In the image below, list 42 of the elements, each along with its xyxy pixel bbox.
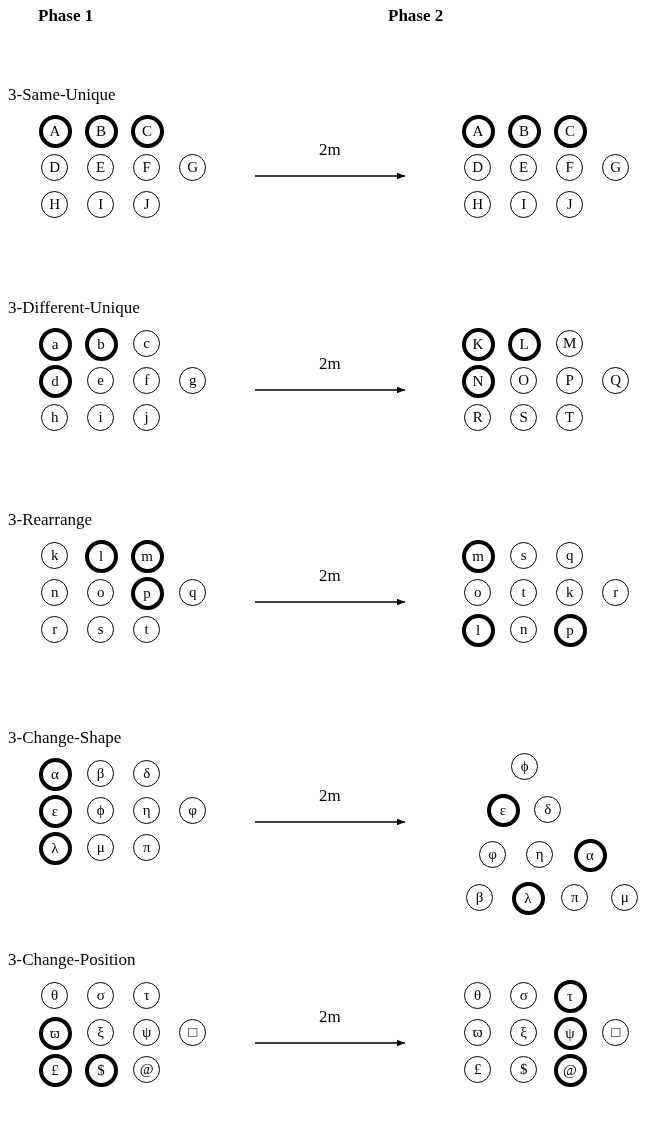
- circled-symbol: $: [84, 1053, 118, 1087]
- circled-symbol: p: [553, 613, 587, 647]
- condition-title: 3-Same-Unique: [8, 85, 116, 105]
- circled-symbol: m: [461, 539, 495, 573]
- circled-symbol: @: [553, 1053, 587, 1087]
- circled-symbol: £: [38, 1053, 72, 1087]
- circled-symbol: m: [130, 539, 164, 573]
- circled-symbol: K: [461, 327, 495, 361]
- circled-symbol: d: [38, 364, 72, 398]
- condition-title: 3-Different-Unique: [8, 298, 140, 318]
- circled-symbol: A: [461, 114, 495, 148]
- circled-symbol: N: [461, 364, 495, 398]
- duration-label: 2m: [319, 354, 341, 374]
- circled-symbol: C: [553, 114, 587, 148]
- circled-symbol: ε: [486, 793, 520, 827]
- circled-symbol: τ: [553, 979, 587, 1013]
- circled-symbol: a: [38, 327, 72, 361]
- circled-symbol: B: [507, 114, 541, 148]
- circled-symbol: λ: [511, 881, 545, 915]
- duration-label: 2m: [319, 1007, 341, 1027]
- circled-symbol: l: [84, 539, 118, 573]
- circled-symbol: p: [130, 576, 164, 610]
- column-heading: Phase 2: [388, 6, 444, 26]
- circled-symbol: b: [84, 327, 118, 361]
- circled-symbol: l: [461, 613, 495, 647]
- circled-symbol: A: [38, 114, 72, 148]
- circled-symbol: α: [38, 757, 72, 791]
- circled-symbol: ψ: [553, 1016, 587, 1050]
- condition-title: 3-Change-Shape: [8, 728, 122, 748]
- circled-symbol: ε: [38, 794, 72, 828]
- circled-symbol: λ: [38, 831, 72, 865]
- condition-title: 3-Change-Position: [8, 950, 136, 970]
- circled-symbol: ϖ: [38, 1016, 72, 1050]
- condition-title: 3-Rearrange: [8, 510, 92, 530]
- duration-label: 2m: [319, 140, 341, 160]
- duration-label: 2m: [319, 786, 341, 806]
- column-heading: Phase 1: [38, 6, 94, 26]
- circled-symbol: α: [573, 838, 607, 872]
- circled-symbol: L: [507, 327, 541, 361]
- duration-label: 2m: [319, 566, 341, 586]
- circled-symbol: B: [84, 114, 118, 148]
- circled-symbol: C: [130, 114, 164, 148]
